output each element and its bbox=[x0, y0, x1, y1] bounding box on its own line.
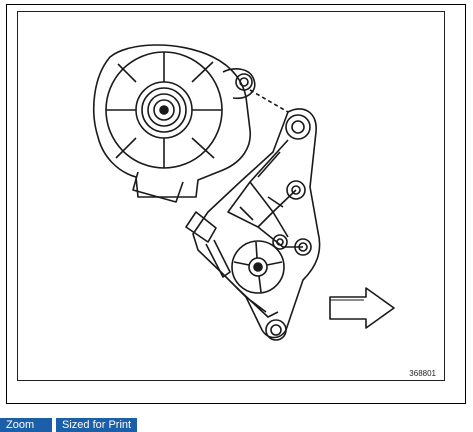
zoom-button[interactable]: Zoom bbox=[0, 418, 52, 432]
toolbar: Zoom Sized for Print bbox=[0, 418, 138, 432]
figure-id-label: 368801 bbox=[409, 369, 436, 378]
bracket-mid-hole bbox=[286, 180, 306, 200]
figure-frame: 368801 bbox=[6, 4, 466, 404]
bracket-truss-inner bbox=[239, 151, 284, 221]
motor-mount-hole bbox=[235, 73, 253, 91]
motor-hub-center bbox=[159, 105, 169, 115]
motor-bracket-illustration bbox=[93, 44, 395, 341]
bracket-left-tab bbox=[185, 211, 217, 243]
bracket-bottom-hole bbox=[265, 319, 287, 341]
motor-hub-ring-2 bbox=[141, 87, 187, 133]
motor-rib bbox=[115, 61, 215, 159]
motor-rib-band bbox=[106, 52, 222, 168]
gear-inner bbox=[248, 257, 268, 277]
bracket-top-boss bbox=[285, 114, 311, 140]
motor-housing bbox=[93, 44, 251, 198]
gear-outer bbox=[231, 240, 285, 294]
direction-arrow bbox=[329, 287, 395, 329]
bracket-left-slot bbox=[205, 239, 231, 278]
motor-hub-ring-4 bbox=[153, 99, 175, 121]
sized-for-print-button[interactable]: Sized for Print bbox=[56, 418, 138, 432]
technical-drawing: 368801 bbox=[17, 11, 445, 381]
motor-hub-ring-3 bbox=[147, 93, 181, 127]
alignment-line bbox=[249, 89, 289, 113]
bracket-truss bbox=[227, 139, 303, 248]
gear-side-boss bbox=[272, 234, 288, 250]
gear-spokes bbox=[233, 241, 283, 293]
motor-tab bbox=[132, 171, 184, 203]
bracket-lower-leg bbox=[235, 286, 279, 318]
motor-flange-ear bbox=[222, 68, 256, 100]
